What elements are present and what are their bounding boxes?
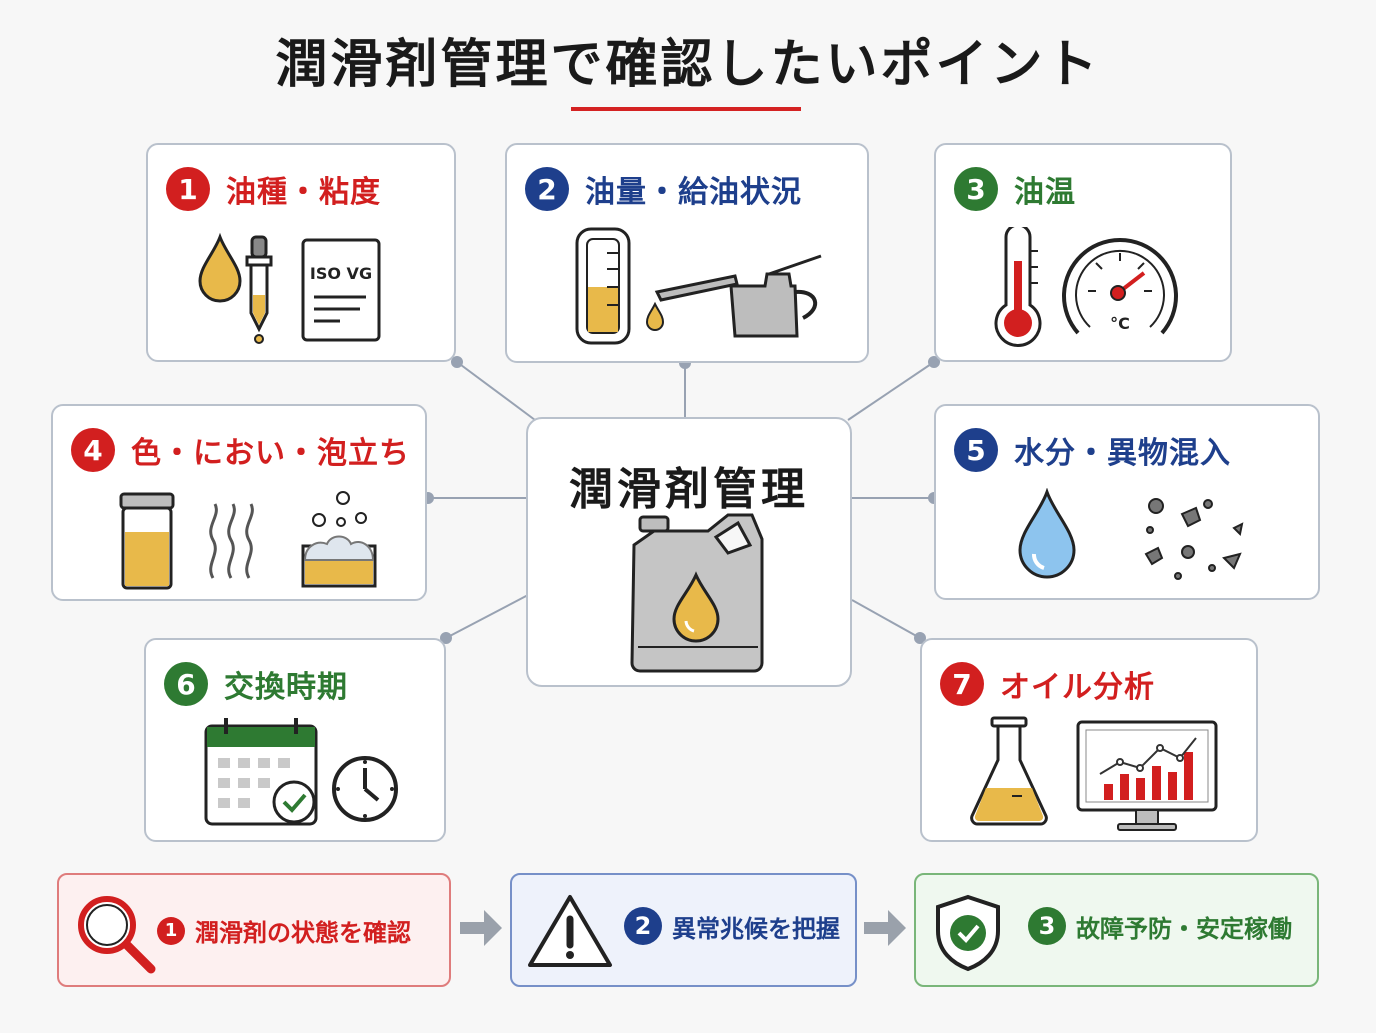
flow-number: 1 <box>157 916 185 945</box>
iso-vg-text: ISO VG <box>310 264 372 283</box>
flow-label: 異常兆候を把握 <box>672 914 840 943</box>
oil-drop-icon <box>198 232 242 303</box>
card-oil-type-viscosity: 1 油種・粘度 ISO VG <box>146 143 456 362</box>
clock-icon <box>332 756 398 822</box>
card-number: 5 <box>954 428 998 472</box>
card-title: 油量・給油状況 <box>585 175 802 210</box>
card-title: 色・におい・泡立ち <box>131 436 410 471</box>
card-title: 交換時期 <box>224 670 348 705</box>
flow-step-1: 1 潤滑剤の状態を確認 <box>157 913 411 948</box>
spec-document-icon: ISO VG <box>301 238 381 342</box>
center-title: 潤滑剤管理 <box>569 464 809 515</box>
calendar-icon <box>204 718 318 826</box>
oil-can-icon <box>645 254 822 338</box>
temperature-gauge-icon: °C <box>1062 237 1178 335</box>
gauge-unit: °C <box>1110 314 1130 333</box>
sample-bottle-icon <box>119 492 175 590</box>
flow-step-prevent-failure: 3 故障予防・安定稼働 <box>914 873 1319 987</box>
dropper-icon <box>245 235 273 344</box>
card-oil-level-supply: 2 油量・給油状況 <box>505 143 869 363</box>
shield-check-icon <box>936 894 1000 972</box>
flow-label: 潤滑剤の状態を確認 <box>195 919 411 947</box>
magnifier-icon <box>78 896 156 974</box>
flow-step-2: 2 異常兆候を把握 <box>624 907 840 945</box>
flow-number: 2 <box>624 907 662 945</box>
card-oil-analysis: 7 オイル分析 <box>920 638 1258 842</box>
water-drop-icon <box>1018 488 1076 579</box>
warning-icon <box>528 895 612 967</box>
card-title: 油種・粘度 <box>226 175 381 210</box>
odor-icon <box>209 503 254 579</box>
card-title: 水分・異物混入 <box>1014 436 1231 471</box>
flask-icon <box>970 716 1048 826</box>
arrow-right-icon <box>460 910 502 946</box>
card-number: 2 <box>525 167 569 211</box>
card-replacement-timing: 6 交換時期 <box>144 638 446 842</box>
card-number: 3 <box>954 167 998 211</box>
page-title: 潤滑剤管理で確認したいポイント <box>275 35 1101 95</box>
flow-label: 故障予防・安定稼働 <box>1076 914 1292 943</box>
card-number: 6 <box>164 662 208 706</box>
title-underline <box>571 107 801 111</box>
flow-number: 3 <box>1028 907 1066 945</box>
foam-container-icon <box>301 491 377 588</box>
oil-jug-icon <box>630 513 764 673</box>
flow-step-detect-anomaly: 2 異常兆候を把握 <box>510 873 857 987</box>
debris-particles-icon <box>1144 498 1244 580</box>
card-oil-temperature: 3 油温 °C <box>934 143 1232 362</box>
card-title: 油温 <box>1014 175 1076 210</box>
card-number: 4 <box>71 428 115 472</box>
arrow-right-icon <box>864 910 906 946</box>
card-title: オイル分析 <box>1000 670 1155 705</box>
card-number: 1 <box>166 167 210 211</box>
center-node: 潤滑剤管理 <box>526 417 852 687</box>
analysis-monitor-icon <box>1076 720 1218 831</box>
thermometer-icon <box>994 227 1042 347</box>
card-water-contamination: 5 水分・異物混入 <box>934 404 1320 600</box>
card-number: 7 <box>940 662 984 706</box>
card-color-smell-foam: 4 色・におい・泡立ち <box>51 404 427 601</box>
flow-step-3: 3 故障予防・安定稼働 <box>1028 907 1292 945</box>
flow-step-check-condition: 1 潤滑剤の状態を確認 <box>57 873 451 987</box>
oil-level-gauge-icon <box>575 227 631 345</box>
